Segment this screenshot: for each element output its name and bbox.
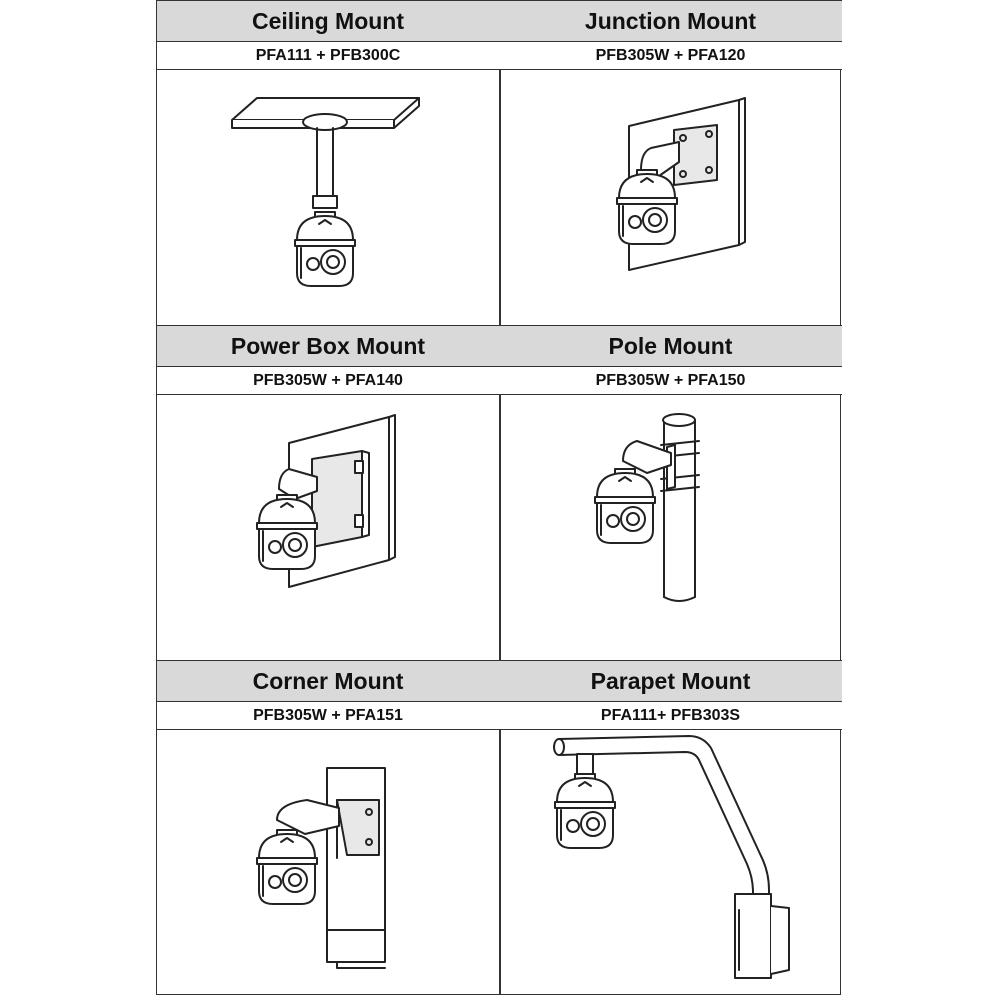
mount-title: Parapet Mount [499,660,842,702]
mount-parts: PFB305W + PFA140 [157,367,499,395]
mount-parts: PFB305W + PFA151 [157,702,499,730]
mount-parts: PFB305W + PFA120 [499,42,842,70]
mount-title: Junction Mount [499,0,842,42]
mount-parts: PFA111 + PFB300C [157,42,499,70]
mount-title: Power Box Mount [157,325,499,367]
mount-title: Corner Mount [157,660,499,702]
mount-parts: PFA111+ PFB303S [499,702,842,730]
mount-cell-parapet: Parapet Mount PFA111+ PFB303S [499,660,842,995]
mount-cell-junction: Junction Mount PFB305W + PFA120 [499,0,842,325]
junction-mount-icon [499,70,842,325]
mount-cell-pole: Pole Mount PFB305W + PFA150 [499,325,842,660]
mount-title: Pole Mount [499,325,842,367]
pole-mount-icon [499,395,842,660]
mount-cell-ceiling: Ceiling Mount PFA111 + PFB300C [157,0,499,325]
parapet-mount-icon [499,730,842,995]
mount-cell-corner: Corner Mount PFB305W + PFA151 [157,660,499,995]
mount-cell-power-box: Power Box Mount PFB305W + PFA140 [157,325,499,660]
ceiling-mount-icon [157,70,499,325]
mount-grid: Ceiling Mount PFA111 + PFB300C Junction … [156,0,842,995]
corner-mount-icon [157,730,499,995]
mount-parts: PFB305W + PFA150 [499,367,842,395]
mount-title: Ceiling Mount [157,0,499,42]
power-box-mount-icon [157,395,499,660]
column-divider [499,0,501,995]
